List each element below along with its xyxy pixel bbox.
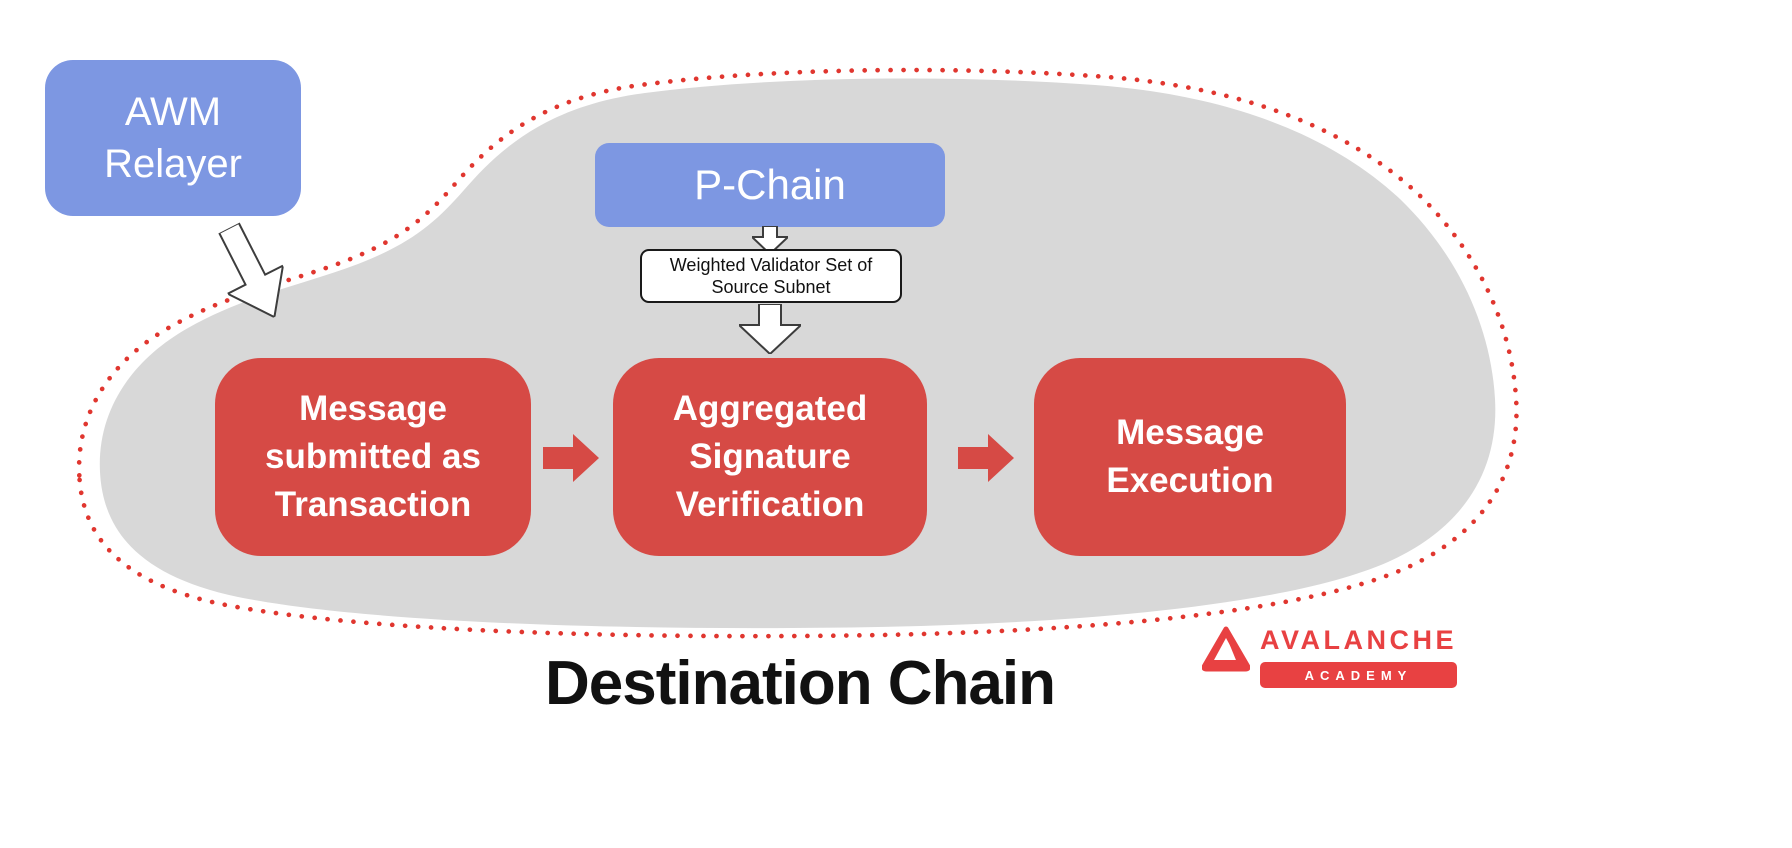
validator-set-note: Weighted Validator Set of Source Subnet (640, 249, 902, 303)
p-chain-node: P-Chain (595, 143, 945, 227)
step-message-execution: Message Execution (1034, 358, 1346, 556)
flow-arrow-1-icon (543, 434, 599, 482)
step-signature-verification-label: Aggregated Signature Verification (672, 388, 868, 525)
relayer-to-chain-arrow-icon (217, 221, 285, 319)
diagram-title: Destination Chain (544, 649, 1056, 718)
p-chain-label: P-Chain (694, 161, 846, 208)
logo-text: AVALANCHE ACADEMY (1260, 625, 1457, 688)
awm-relayer-label: AWM Relayer (104, 90, 242, 186)
validator-set-label: Weighted Validator Set of Source Subnet (669, 254, 873, 298)
flow-arrow-2-icon (958, 434, 1014, 482)
step-message-execution-label: Message Execution (1106, 412, 1274, 500)
avalanche-academy-logo: AVALANCHE ACADEMY (1202, 625, 1457, 688)
avalanche-logo-icon (1202, 626, 1250, 672)
step-message-submitted-label: Message submitted as Transaction (265, 388, 481, 525)
awm-relayer-node: AWM Relayer (45, 60, 301, 216)
step-signature-verification: Aggregated Signature Verification (613, 358, 927, 556)
avalanche-wordmark: AVALANCHE (1260, 625, 1457, 655)
step-message-submitted: Message submitted as Transaction (215, 358, 531, 556)
validator-down-arrow-icon (739, 304, 801, 354)
p-chain-down-arrow-icon (752, 226, 788, 254)
academy-badge: ACADEMY (1260, 661, 1457, 688)
